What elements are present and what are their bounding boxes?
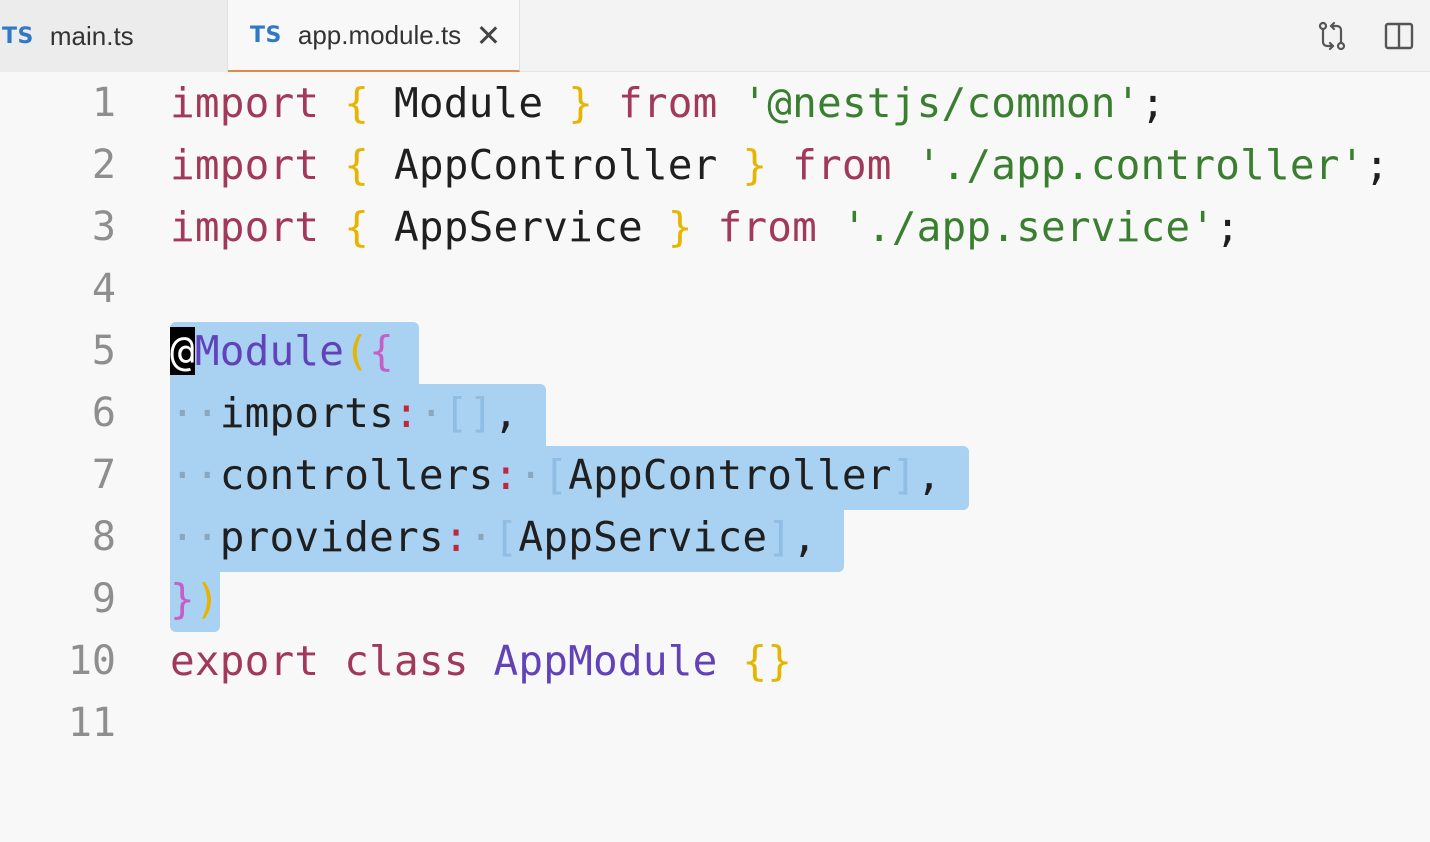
line-number: 7 — [91, 452, 116, 498]
line-number: 6 — [91, 390, 116, 436]
close-icon[interactable] — [477, 24, 499, 46]
compare-changes-icon[interactable] — [1316, 20, 1348, 52]
code-line-8: ··providers:·[AppService], — [170, 513, 818, 561]
code-line-5: @Module({ — [170, 327, 394, 375]
line-number: 11 — [67, 700, 116, 746]
whitespace-marker: ·· — [170, 451, 220, 499]
tab-label: main.ts — [49, 20, 134, 51]
typescript-file-icon: TS — [250, 22, 282, 48]
line-number: 5 — [91, 328, 116, 374]
split-editor-icon[interactable] — [1383, 20, 1415, 52]
selection-highlight — [170, 570, 220, 632]
whitespace-marker: · — [518, 451, 544, 499]
text-cursor: @ — [170, 327, 195, 375]
whitespace-marker: · — [418, 389, 444, 437]
line-number: 9 — [91, 576, 116, 622]
typescript-file-icon: TS — [2, 23, 34, 49]
whitespace-marker: ·· — [170, 389, 220, 437]
line-number: 10 — [67, 638, 116, 684]
tab-main-ts[interactable]: TS main.ts — [0, 0, 228, 72]
line-number: 1 — [91, 80, 116, 126]
tab-label: app.module.ts — [297, 19, 462, 50]
selection-highlight — [170, 322, 419, 386]
selection-highlight — [170, 446, 969, 510]
code-line-2: import { AppController } from './app.con… — [170, 141, 1390, 189]
code-line-3: import { AppService } from './app.servic… — [170, 203, 1241, 251]
selection-highlight — [170, 508, 844, 572]
whitespace-marker: ·· — [170, 513, 220, 561]
code-line-9: }) — [170, 575, 220, 623]
code-line-1: import { Module } from '@nestjs/common'; — [170, 79, 1166, 127]
whitespace-marker: · — [468, 513, 494, 561]
code-editor[interactable]: 1 2 3 4 5 6 7 8 9 10 11 import { Module … — [0, 72, 1430, 842]
line-number: 4 — [91, 266, 116, 312]
code-line-7: ··controllers:·[AppController], — [170, 451, 942, 499]
line-number: 3 — [91, 204, 116, 250]
code-line-6: ··imports:·[], — [170, 389, 519, 437]
tab-bar: TS main.ts TS app.module.ts — [0, 0, 1430, 72]
tab-app-module-ts[interactable]: TS app.module.ts — [228, 0, 520, 72]
line-number: 8 — [91, 514, 116, 560]
selection-highlight — [170, 384, 546, 448]
line-number: 2 — [91, 142, 116, 188]
code-line-10: export class AppModule {} — [170, 637, 793, 685]
